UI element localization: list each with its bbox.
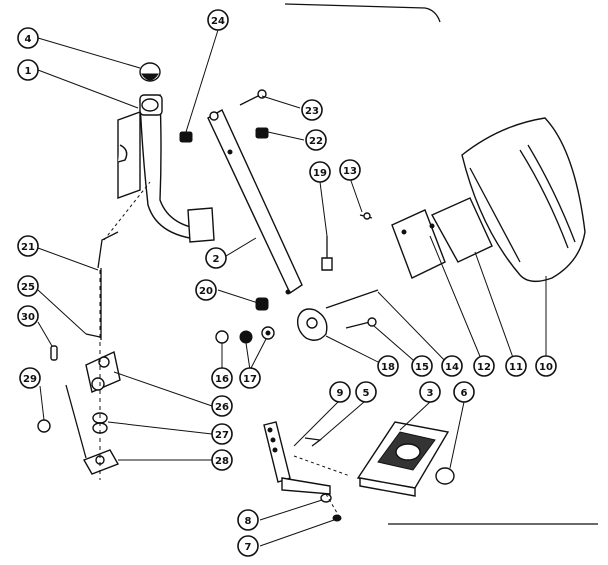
callout-label: 3 — [427, 388, 434, 399]
callout-label: 22 — [309, 136, 323, 147]
pin-30-part — [50, 345, 58, 361]
bracket-plate-part — [431, 197, 493, 263]
callout-label: 12 — [477, 362, 491, 373]
callout-label: 5 — [363, 388, 370, 399]
callout-label: 14 — [445, 362, 459, 373]
callout-17: 17 — [239, 367, 261, 389]
callout-label: 19 — [313, 168, 327, 179]
callout-14: 14 — [441, 355, 463, 377]
callout-label: 1 — [25, 66, 32, 77]
foot-pedal-3-part — [356, 421, 450, 497]
callout-label: 17 — [243, 374, 257, 385]
callout-13: 13 — [339, 159, 361, 181]
callout-20: 20 — [195, 279, 217, 301]
callout-23: 23 — [301, 99, 323, 121]
callout-label: 25 — [21, 282, 35, 293]
clip-5-part — [304, 437, 322, 447]
screw-23-part — [239, 89, 267, 106]
callout-9: 9 — [329, 381, 351, 403]
callout-label: 6 — [461, 388, 468, 399]
callout-4: 4 — [17, 27, 39, 49]
screw-25-part — [85, 333, 101, 338]
callout-label: 9 — [337, 388, 344, 399]
callout-6: 6 — [453, 381, 475, 403]
bracket-26-part — [85, 350, 121, 393]
callout-label: 21 — [21, 242, 35, 253]
nuts-16-17-part — [215, 326, 275, 344]
spring-24-part — [179, 131, 193, 143]
callout-label: 29 — [23, 374, 37, 385]
callout-18: 18 — [377, 355, 399, 377]
callout-10: 10 — [535, 355, 557, 377]
callout-label: 24 — [211, 16, 225, 27]
mounting-plate-part — [391, 209, 446, 279]
callout-label: 13 — [343, 166, 357, 177]
callout-5: 5 — [355, 381, 377, 403]
callout-label: 15 — [415, 362, 429, 373]
frame-tube-part — [117, 94, 215, 243]
callout-label: 2 — [213, 254, 220, 265]
leader-lines — [37, 29, 547, 547]
callout-label: 28 — [215, 456, 229, 467]
callout-30: 30 — [17, 305, 39, 327]
callout-label: 23 — [305, 106, 319, 117]
screw-13-part — [359, 212, 373, 220]
callout-3: 3 — [419, 381, 441, 403]
callout-12: 12 — [473, 355, 495, 377]
callout-29: 29 — [19, 367, 41, 389]
callout-label: 20 — [199, 286, 213, 297]
callout-2: 2 — [205, 247, 227, 269]
callout-22: 22 — [305, 129, 327, 151]
callout-28: 28 — [211, 449, 233, 471]
callout-label: 16 — [215, 374, 229, 385]
callout-1: 1 — [17, 59, 39, 81]
callout-19: 19 — [309, 161, 331, 183]
callout-16: 16 — [211, 367, 233, 389]
callout-label: 11 — [509, 362, 523, 373]
pin-15-part — [345, 317, 377, 329]
seat-pad-part — [461, 117, 586, 283]
callout-27: 27 — [211, 423, 233, 445]
pin-7-part — [332, 514, 342, 522]
arm-bar-part — [207, 109, 303, 295]
callout-11: 11 — [505, 355, 527, 377]
rod-14-part — [325, 289, 379, 309]
callout-label: 26 — [215, 402, 229, 413]
callout-label: 10 — [539, 362, 553, 373]
callout-label: 18 — [381, 362, 395, 373]
callout-label: 27 — [215, 430, 229, 441]
callout-24: 24 — [207, 9, 229, 31]
frame-line-top — [284, 3, 441, 23]
callout-25: 25 — [17, 275, 39, 297]
callout-15: 15 — [411, 355, 433, 377]
link-rod-21-part — [97, 181, 151, 340]
callout-label: 4 — [25, 34, 32, 45]
spring-20-part — [255, 297, 269, 311]
callout-26: 26 — [211, 395, 233, 417]
pedal-shaft-9-part — [263, 421, 331, 495]
knob-6-part — [435, 467, 455, 485]
callout-label: 30 — [21, 312, 35, 323]
callout-label: 7 — [245, 542, 252, 553]
spring-22-part — [255, 127, 269, 139]
callout-21: 21 — [17, 235, 39, 257]
pivot-18-part — [296, 308, 328, 341]
callout-7: 7 — [237, 535, 259, 557]
callout-8: 8 — [237, 509, 259, 531]
knob-4-part — [139, 62, 161, 82]
bolt-19-part — [321, 236, 333, 271]
base-plate-28-part — [65, 384, 120, 475]
nut-29-part — [37, 419, 51, 433]
callout-label: 8 — [245, 516, 252, 527]
